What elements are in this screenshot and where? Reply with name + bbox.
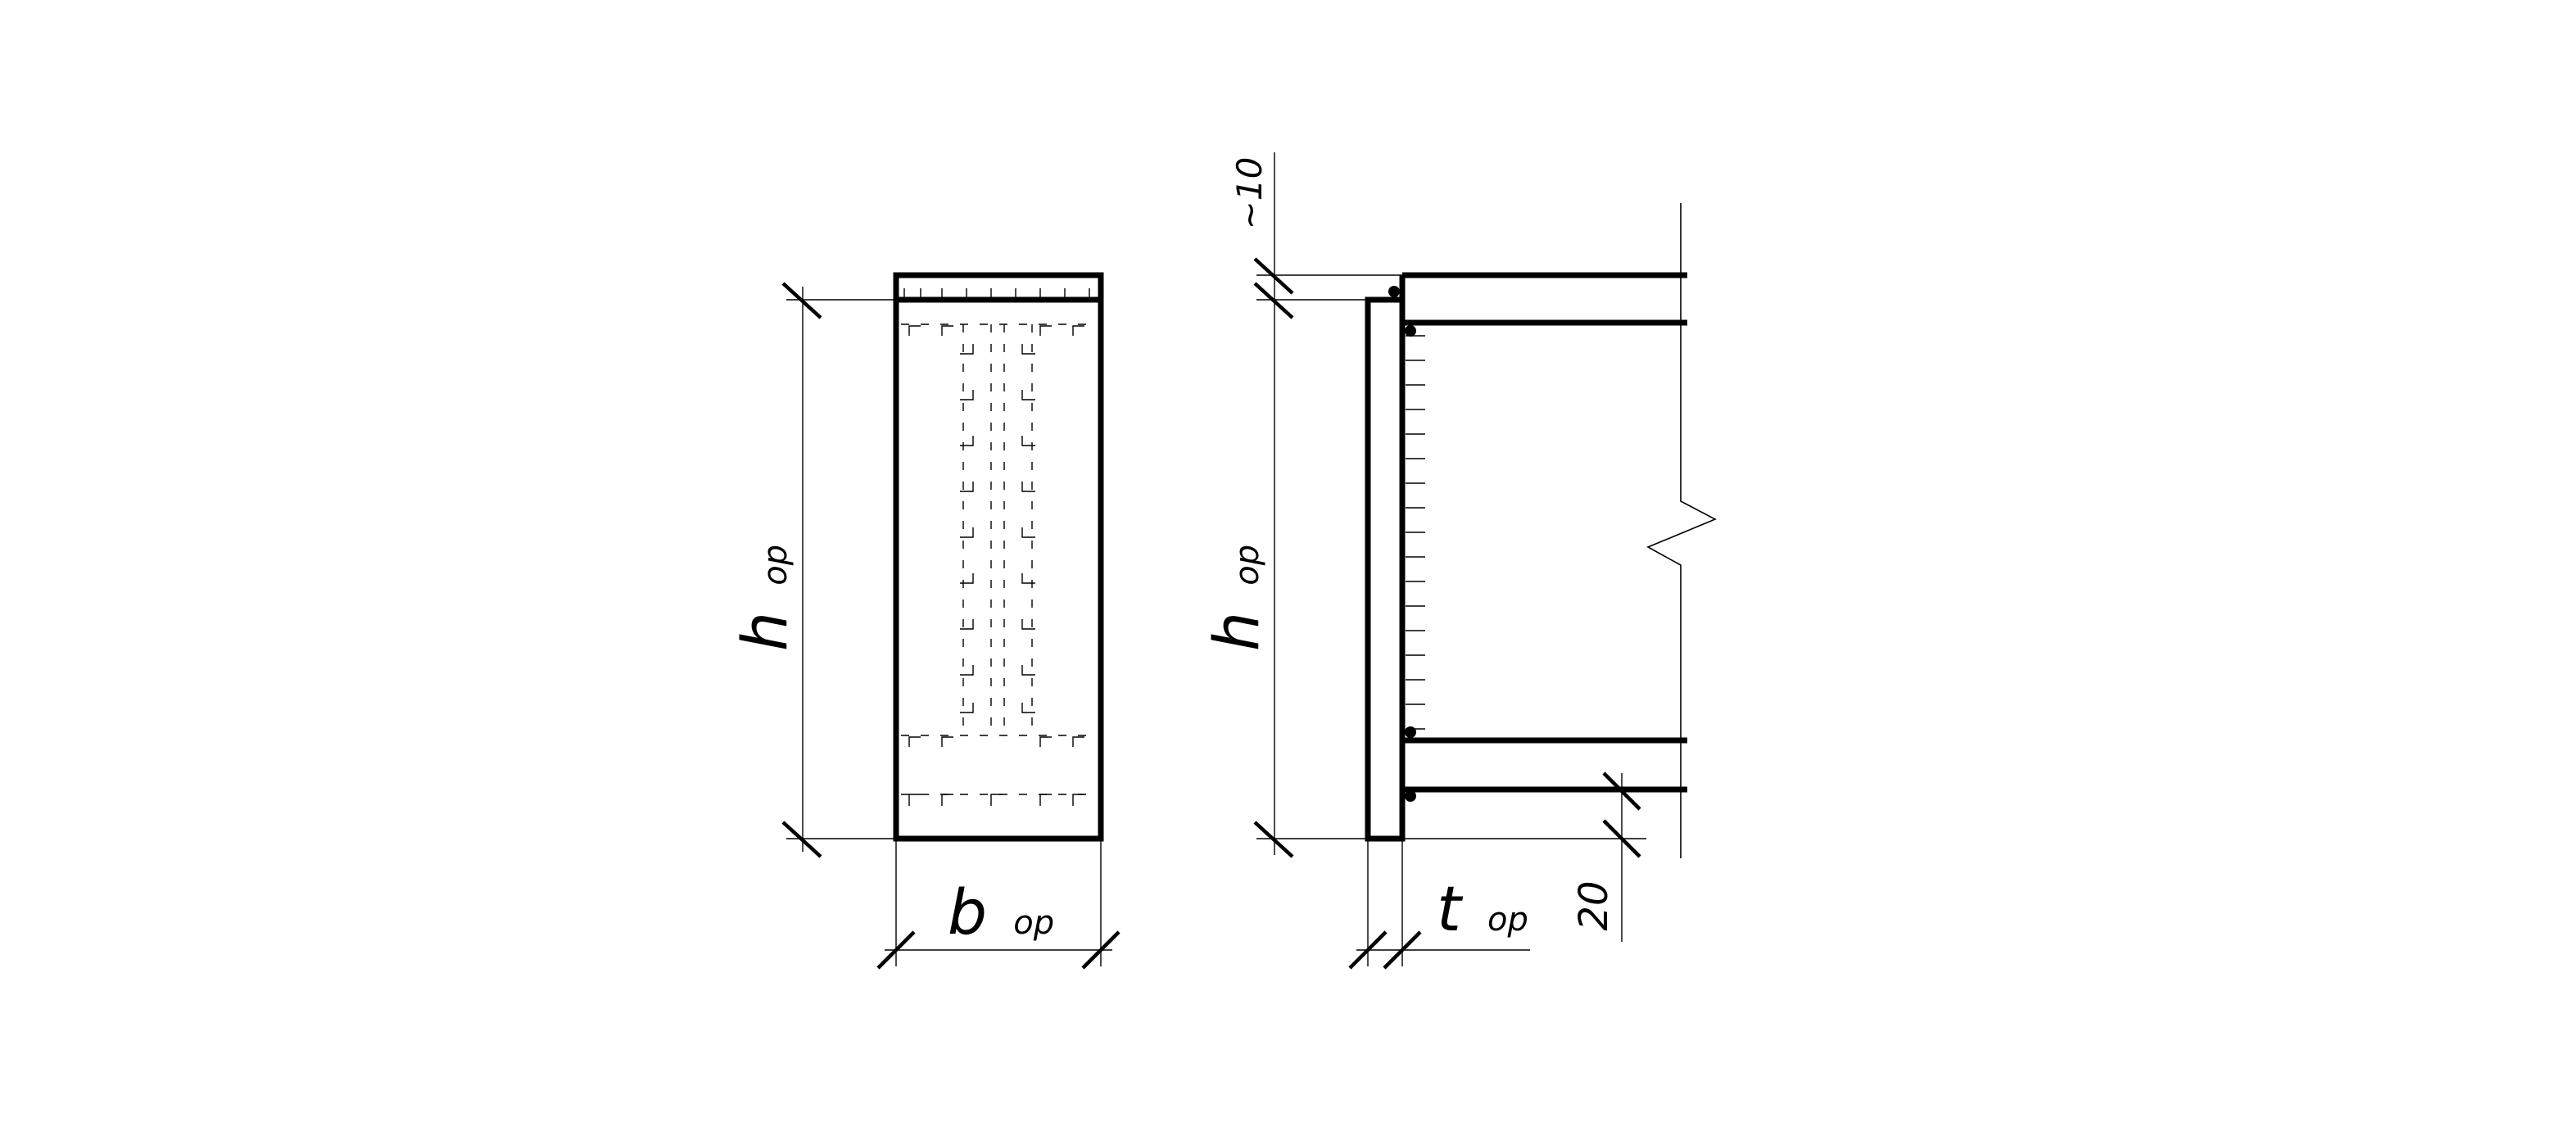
front-web-weld-marks bbox=[908, 325, 1084, 806]
side-height-label: h op bbox=[1200, 545, 1273, 651]
front-width-label: b op bbox=[948, 875, 1054, 948]
front-plate-outline bbox=[893, 272, 1104, 842]
front-hidden-section bbox=[901, 323, 1096, 795]
side-thickness-dimension bbox=[1348, 839, 1530, 970]
front-width-main: b bbox=[948, 875, 987, 948]
top-offset-label: ~10 bbox=[1229, 157, 1270, 230]
side-thickness-main: t bbox=[1437, 872, 1464, 945]
front-height-main: h bbox=[728, 612, 801, 651]
front-height-label: h op bbox=[728, 545, 801, 651]
side-web-weld-ticks bbox=[1406, 335, 1425, 730]
side-height-sub: op bbox=[1229, 545, 1266, 586]
top-offset-label-group: ~10 bbox=[1229, 157, 1270, 230]
side-height-dimension bbox=[1253, 152, 1402, 858]
side-height-main: h bbox=[1200, 612, 1273, 651]
svg-text:h op: h op bbox=[728, 545, 801, 651]
bottom-offset-label: 20 bbox=[1571, 880, 1617, 930]
front-width-dimension bbox=[876, 839, 1120, 970]
bottom-offset-label-group: 20 bbox=[1571, 880, 1617, 930]
svg-text:h op: h op bbox=[1200, 545, 1273, 651]
side-plate-outline bbox=[1365, 296, 1406, 842]
side-view: h op ~10 t op 20 bbox=[1200, 152, 1717, 970]
side-thickness-label: t op bbox=[1437, 872, 1528, 945]
front-top-weld-ticks bbox=[903, 288, 1090, 300]
break-line bbox=[1646, 203, 1717, 858]
front-height-dimension bbox=[781, 282, 896, 858]
front-height-sub: op bbox=[757, 545, 795, 586]
front-width-sub: op bbox=[1013, 904, 1054, 942]
side-thickness-sub: op bbox=[1487, 901, 1528, 939]
bottom-offset-dimension bbox=[1402, 771, 1646, 942]
front-view: h op b op bbox=[728, 272, 1120, 970]
